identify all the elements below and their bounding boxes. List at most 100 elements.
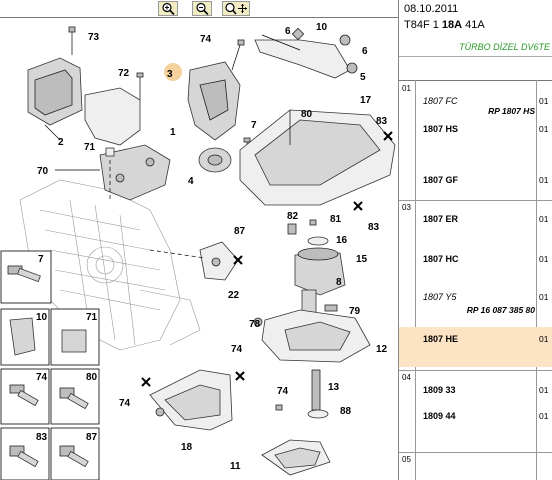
callout-83[interactable]: 83	[376, 116, 388, 127]
exploded-view: 73 72 3 74 6 10 6 5 1 2 71 70 4 7 80 17 …	[0, 22, 396, 480]
part-73-bolt	[68, 26, 76, 55]
thumbnail-74[interactable]: 74	[0, 368, 50, 425]
callout-10[interactable]: 10	[316, 22, 328, 33]
part-row[interactable]: 1807 HS 01	[399, 122, 552, 142]
part-row-selected[interactable]: 1807 HE 01	[399, 327, 552, 367]
group-number: 03	[402, 203, 411, 212]
callout-3[interactable]: 3	[167, 69, 173, 80]
callout-80[interactable]: 80	[301, 109, 313, 120]
part-row[interactable]: 1807 FC RP 1807 HS 01	[399, 94, 552, 122]
quantity: 01	[539, 124, 549, 134]
callout-74[interactable]: 74	[231, 344, 243, 355]
part-row[interactable]: 1809 44 01	[399, 411, 552, 431]
callout-83[interactable]: 83	[368, 222, 380, 233]
callout-7[interactable]: 7	[251, 120, 257, 131]
part-15-16-81-82	[287, 219, 346, 296]
diagram-toolbar	[0, 0, 398, 18]
callout-11[interactable]: 11	[230, 461, 241, 472]
parts-diagram: 73 72 3 74 6 10 6 5 1 2 71 70 4 7 80 17 …	[0, 0, 398, 480]
zoom-in-icon	[162, 2, 175, 15]
callout-82[interactable]: 82	[287, 211, 299, 222]
callout-73[interactable]: 73	[88, 32, 100, 43]
part-ref: 1807 ER	[423, 214, 459, 224]
callout-2[interactable]: 2	[58, 137, 64, 148]
header-divider	[399, 56, 552, 57]
callout-8[interactable]: 8	[336, 277, 342, 288]
callout-70[interactable]: 70	[37, 166, 49, 177]
callout-74[interactable]: 74	[119, 398, 131, 409]
quantity: 01	[539, 214, 549, 224]
part-row[interactable]: 1807 GF 01	[399, 175, 552, 195]
pan-icon	[225, 2, 247, 15]
callout-72[interactable]: 72	[118, 68, 130, 79]
replacement-ref: RP 1807 HS	[488, 106, 535, 116]
thumbnail-10[interactable]: 10	[0, 308, 50, 366]
callout-22[interactable]: 22	[228, 290, 240, 301]
quantity: 01	[539, 385, 549, 395]
group-divider	[399, 200, 552, 201]
callout-4[interactable]: 4	[188, 176, 194, 187]
table-top-divider	[399, 80, 552, 81]
part-row[interactable]: 1809 33 01	[399, 385, 552, 405]
part-ref: 1807 HE	[423, 334, 459, 344]
replacement-ref: RP 16 087 385 80	[466, 305, 535, 315]
part-ref: 1807 HC	[423, 254, 459, 264]
thumbnail-87[interactable]: 87	[50, 427, 100, 480]
callout-6[interactable]: 6	[285, 26, 291, 37]
group-number: 05	[402, 455, 411, 464]
part-3-support	[187, 61, 241, 141]
part-1-bracket	[84, 87, 171, 201]
callout-87[interactable]: 87	[234, 226, 246, 237]
part-71-70	[55, 147, 115, 200]
part-ref: 1809 44	[423, 411, 456, 421]
callout-71[interactable]: 71	[84, 142, 96, 153]
part-row[interactable]: 1807 ER 01	[399, 214, 552, 234]
zoom-out-button[interactable]	[192, 1, 212, 16]
callout-1[interactable]: 1	[170, 127, 176, 138]
callout-88[interactable]: 88	[340, 406, 352, 417]
thumbnail-71[interactable]: 71	[50, 308, 100, 366]
callout-74[interactable]: 74	[277, 386, 289, 397]
part-ref: 1807 GF	[423, 175, 459, 185]
callout-5[interactable]: 5	[360, 72, 366, 83]
catalog-date: 08.10.2011	[404, 3, 459, 15]
callout-13[interactable]: 13	[328, 382, 340, 393]
part-row[interactable]: 1807 HC 01	[399, 254, 552, 274]
callout-74[interactable]: 74	[200, 34, 212, 45]
group-number: 01	[402, 84, 411, 93]
part-4-bush	[198, 147, 232, 173]
zoom-in-button[interactable]	[158, 1, 178, 16]
group-divider	[399, 370, 552, 371]
reference-panel: 08.10.2011 T84F 1 18A 41A TÜRBO DİZEL DV…	[398, 0, 552, 480]
part-2-mount	[27, 57, 83, 141]
quantity: 01	[539, 175, 549, 185]
part-74-bolt-top	[231, 39, 245, 71]
callout-6[interactable]: 6	[362, 46, 368, 57]
part-ref: 1809 33	[423, 385, 456, 395]
callout-15[interactable]: 15	[356, 254, 368, 265]
callout-18[interactable]: 18	[181, 442, 193, 453]
column-divider-right	[536, 80, 537, 480]
part-ref: 1807 FC	[423, 96, 458, 106]
quantity: 01	[539, 411, 549, 421]
vehicle-code: T84F 1 18A 41A	[404, 19, 485, 31]
part-11-13-88	[261, 369, 331, 476]
thumbnail-7[interactable]: 7	[0, 250, 52, 304]
part-row[interactable]: 1807 Y5 RP 16 087 385 80 01	[399, 292, 552, 322]
callout-12[interactable]: 12	[376, 344, 388, 355]
part-ref: 1807 HS	[423, 124, 459, 134]
thumbnail-80[interactable]: 80	[50, 368, 100, 425]
zoom-out-icon	[196, 2, 209, 15]
part-6-10-5-links	[254, 27, 358, 79]
part-22-87	[149, 241, 239, 281]
quantity: 01	[539, 96, 549, 106]
callout-17[interactable]: 17	[360, 95, 372, 106]
part-12-mount-base	[253, 289, 371, 363]
callout-81[interactable]: 81	[330, 214, 342, 225]
svg-text:74: 74	[36, 372, 48, 383]
callout-16[interactable]: 16	[336, 235, 348, 246]
callout-78[interactable]: 78	[249, 319, 261, 330]
thumbnail-83[interactable]: 83	[0, 427, 50, 480]
pan-button[interactable]	[222, 1, 250, 16]
callout-79[interactable]: 79	[349, 306, 361, 317]
